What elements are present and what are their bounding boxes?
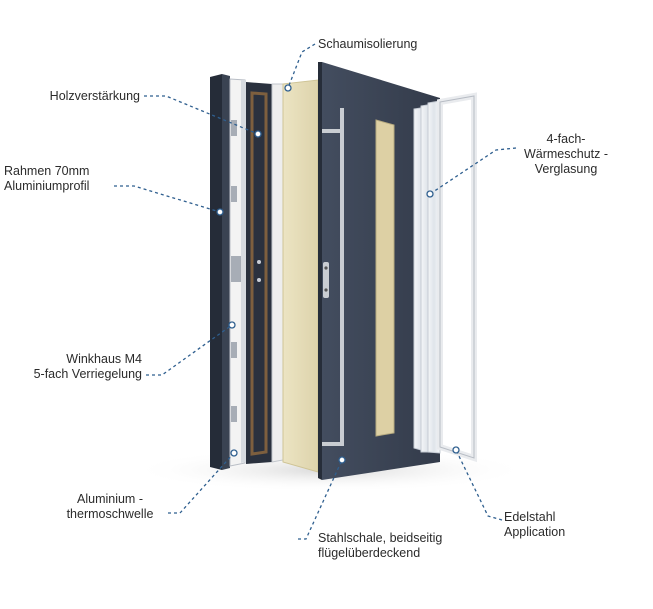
label-aluminium-line2: thermoschwelle	[66, 507, 154, 521]
endpoint-edelstahl	[452, 446, 460, 454]
foam-insulation	[282, 79, 319, 473]
label-winkhaus: Winkhaus M4 5-fach Verriegelung	[10, 352, 142, 382]
label-aluminium-line1: Aluminium -	[77, 492, 143, 506]
inner-frame	[271, 83, 284, 463]
endpoint-winkhaus	[228, 321, 236, 329]
label-winkhaus-line1: Winkhaus M4	[66, 352, 142, 366]
label-aluminium: Aluminium - thermoschwelle	[54, 492, 166, 522]
endpoint-schaumisolierung	[284, 84, 292, 92]
label-edelstahl: Edelstahl Application	[504, 510, 565, 540]
leader-waermeschutz	[429, 147, 517, 195]
stainless-handle	[340, 108, 344, 446]
label-winkhaus-line2: 5-fach Verriegelung	[33, 367, 142, 381]
stainless-application-frame	[437, 92, 477, 463]
leader-winkhaus	[146, 324, 233, 376]
endpoint-stahlschale	[338, 456, 346, 464]
label-rahmen: Rahmen 70mm Aluminiumprofil	[4, 164, 89, 194]
wood-reinforcement-panel	[246, 82, 272, 464]
leader-edelstahl	[455, 449, 503, 521]
leader-endpoints	[216, 84, 460, 464]
label-stahlschale-line2: flügelüberdeckend	[318, 546, 421, 560]
lock-point	[231, 120, 237, 136]
endpoint-holzverstaerkung	[254, 130, 262, 138]
lock-point	[231, 256, 241, 282]
endpoint-aluminium	[230, 449, 238, 457]
lock-point	[231, 342, 237, 358]
endpoint-rahmen	[216, 208, 224, 216]
lock-point	[231, 406, 237, 422]
label-edelstahl-line1: Edelstahl	[504, 510, 556, 524]
leader-rahmen	[114, 185, 221, 213]
label-schaumisolierung-line1: Schaumisolierung	[318, 37, 418, 51]
label-edelstahl-line2: Application	[504, 525, 566, 539]
label-rahmen-line2: Aluminiumprofil	[4, 179, 90, 193]
label-holzverstaerkung: Holzverstärkung	[20, 89, 140, 104]
leader-aluminium	[168, 452, 235, 514]
frame-profile	[210, 74, 230, 470]
label-stahlschale-line1: Stahlschale, beidseitig	[318, 531, 443, 545]
leader-lines	[114, 43, 517, 540]
label-waermeschutz-line2: Wärmeschutz -	[523, 147, 609, 161]
label-schaumisolierung: Schaumisolierung	[318, 37, 417, 52]
glass-strip	[375, 119, 395, 437]
label-holzverstaerkung-line1: Holzverstärkung	[49, 89, 140, 103]
label-waermeschutz: 4-fach- Wärmeschutz - Verglasung	[508, 132, 624, 177]
lock-cylinder	[323, 262, 329, 298]
label-waermeschutz-line1: 4-fach-	[546, 132, 586, 146]
lock-point	[231, 186, 237, 202]
endpoint-waermeschutz	[426, 190, 434, 198]
label-waermeschutz-line3: Verglasung	[534, 162, 598, 176]
label-rahmen-line1: Rahmen 70mm	[4, 164, 90, 178]
leader-stahlschale	[298, 459, 343, 540]
leader-holzverstaerkung	[144, 95, 259, 135]
glazing-panes	[413, 100, 441, 454]
frame-sash	[229, 78, 246, 467]
label-stahlschale: Stahlschale, beidseitig flügelüberdecken…	[318, 531, 442, 561]
steel-door-panel	[318, 62, 440, 480]
